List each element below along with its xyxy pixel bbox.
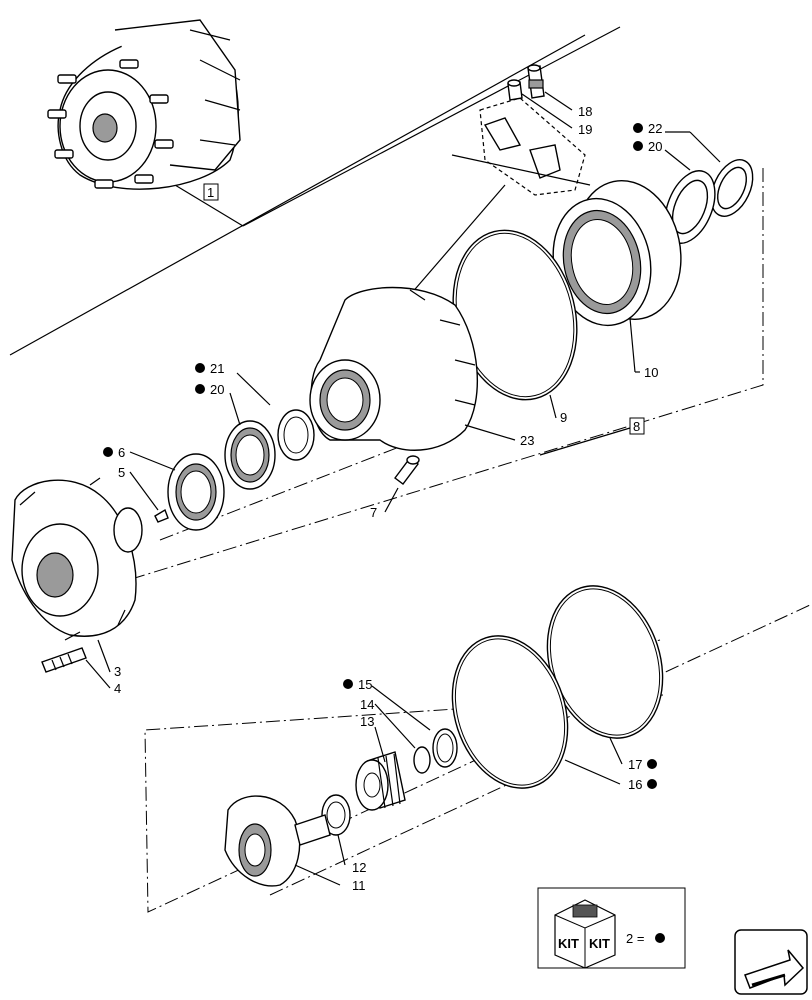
svg-text:2 =: 2 = bbox=[626, 931, 644, 946]
seal-ring-21 bbox=[277, 409, 315, 461]
callout-1: 1 bbox=[203, 183, 219, 201]
svg-text:19: 19 bbox=[578, 122, 592, 137]
callout-8: 8 bbox=[629, 417, 645, 435]
planet-carrier-11 bbox=[224, 795, 331, 887]
snap-ring-15 bbox=[432, 728, 458, 768]
seal-6 bbox=[167, 453, 225, 531]
bearing-20-upper bbox=[664, 170, 716, 244]
kit-marker-dot bbox=[655, 933, 665, 943]
screw-5 bbox=[154, 508, 169, 523]
svg-text:18: 18 bbox=[578, 104, 592, 119]
sun-gear-13 bbox=[355, 751, 406, 811]
svg-text:23: 23 bbox=[520, 433, 534, 448]
svg-text:7: 7 bbox=[370, 505, 377, 520]
svg-text:8: 8 bbox=[633, 419, 640, 434]
wheel-flange-3 bbox=[11, 477, 143, 641]
svg-text:1: 1 bbox=[207, 185, 214, 200]
svg-text:5: 5 bbox=[118, 465, 125, 480]
kit-legend: KIT KIT 2 = bbox=[537, 887, 686, 969]
svg-text:12: 12 bbox=[352, 860, 366, 875]
ring-gear-10 bbox=[552, 179, 682, 327]
svg-text:20: 20 bbox=[210, 382, 224, 397]
plug-19 bbox=[507, 79, 523, 101]
breather-fitting-18 bbox=[527, 64, 545, 99]
svg-text:13: 13 bbox=[360, 714, 374, 729]
svg-text:KIT: KIT bbox=[558, 936, 579, 951]
bearing-22 bbox=[710, 159, 754, 217]
bolt-7 bbox=[394, 455, 420, 485]
svg-text:17: 17 bbox=[628, 757, 642, 772]
wheel-stud-4 bbox=[41, 647, 87, 673]
wheel-hub-23 bbox=[309, 286, 479, 451]
svg-text:15: 15 bbox=[358, 677, 372, 692]
spacer-12 bbox=[321, 794, 351, 836]
svg-text:KIT: KIT bbox=[589, 936, 610, 951]
svg-text:20: 20 bbox=[648, 139, 662, 154]
svg-text:11: 11 bbox=[352, 878, 366, 893]
svg-text:21: 21 bbox=[210, 361, 224, 376]
svg-text:4: 4 bbox=[114, 681, 121, 696]
o-ring-16 bbox=[451, 635, 569, 789]
svg-text:14: 14 bbox=[360, 697, 374, 712]
svg-text:9: 9 bbox=[560, 410, 567, 425]
svg-text:6: 6 bbox=[118, 445, 125, 460]
section-divider-lines bbox=[9, 26, 621, 356]
snap-ring-14 bbox=[413, 746, 431, 774]
wheel-studs bbox=[47, 59, 174, 189]
navigation-arrow-icon[interactable] bbox=[734, 929, 808, 995]
bearing-20-lower bbox=[224, 420, 276, 490]
svg-text:3: 3 bbox=[114, 664, 121, 679]
complete-hub-assembly bbox=[47, 19, 241, 190]
kit-box-icon: KIT KIT bbox=[554, 899, 616, 969]
housing-detail-inset bbox=[451, 97, 591, 196]
svg-text:16: 16 bbox=[628, 777, 642, 792]
svg-text:10: 10 bbox=[644, 365, 658, 380]
svg-text:22: 22 bbox=[648, 121, 662, 136]
